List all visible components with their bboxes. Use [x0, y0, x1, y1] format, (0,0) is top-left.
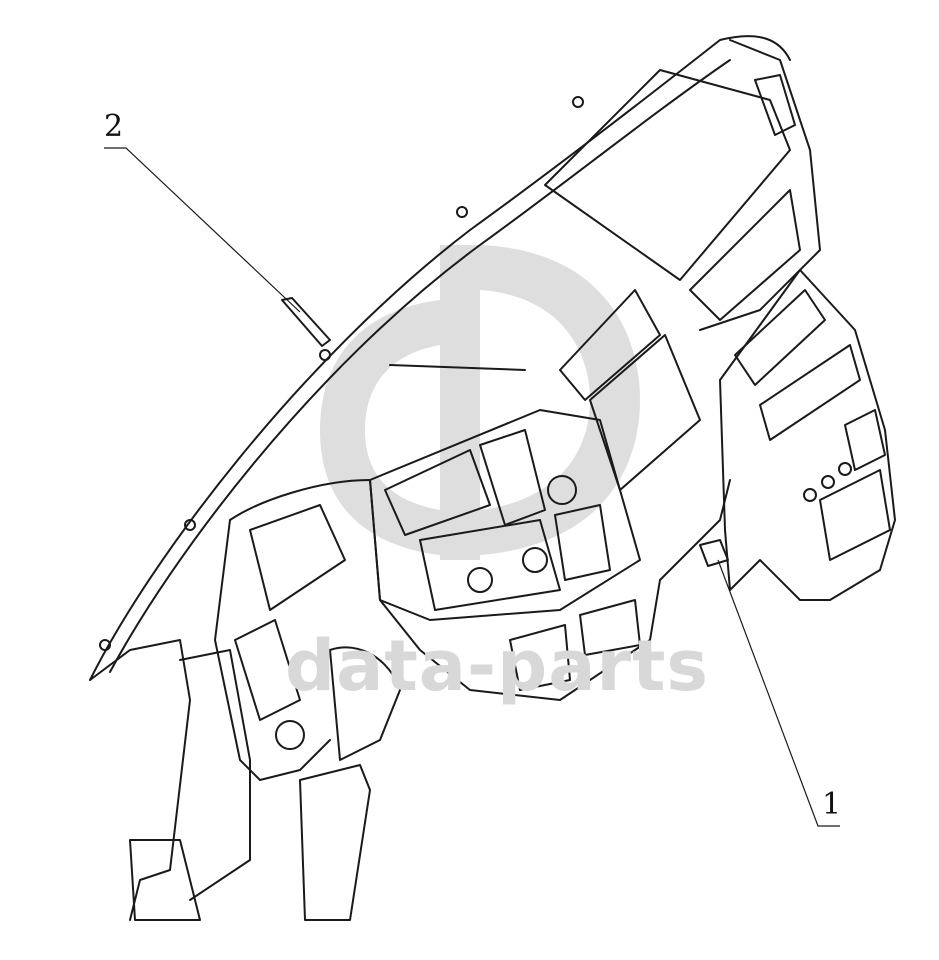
center-display-frame — [384, 449, 491, 536]
detached-panel-slot-2 — [759, 344, 861, 441]
cluster-dial-3 — [522, 547, 548, 573]
fastener-4 — [572, 96, 584, 108]
watermark-logo — [320, 245, 640, 560]
callout-label-1: 1 — [822, 787, 842, 822]
callout-2-leader — [104, 147, 301, 313]
detached-panel-slot — [734, 289, 826, 386]
dash-top-edge — [89, 35, 791, 681]
center-display-frame-2 — [479, 429, 546, 526]
dash-top-window — [544, 69, 791, 281]
climate-panel — [419, 519, 561, 611]
center-vent-2 — [589, 334, 701, 491]
left-end-cap — [89, 639, 191, 921]
callout-1-leader — [717, 559, 840, 827]
left-cluster — [234, 619, 301, 721]
fastener-5 — [99, 639, 111, 651]
watermark-text: data-parts — [285, 625, 710, 707]
detached-panel-lower — [819, 469, 891, 561]
dash-right-window — [689, 189, 801, 321]
part-1-bolt — [699, 539, 729, 567]
left-vent-housing — [249, 504, 346, 611]
internal-leader — [389, 364, 526, 371]
detached-side-panel — [719, 269, 896, 601]
panel-knob-2 — [821, 475, 835, 489]
right-vent — [754, 74, 796, 136]
bottom-pedestal — [129, 839, 201, 921]
part-2-bolt — [281, 297, 331, 347]
panel-knob-1 — [803, 488, 817, 502]
detached-panel-box — [844, 409, 886, 471]
panel-knob-3 — [838, 462, 852, 476]
switch-panel — [554, 504, 611, 581]
center-console-outline — [369, 409, 641, 621]
fastener-3 — [456, 206, 468, 218]
dash-right-top-panel — [699, 39, 821, 331]
center-round-knob — [547, 475, 577, 505]
cluster-dial-2 — [467, 567, 493, 593]
fastener-2 — [319, 349, 331, 361]
dash-top-edge-inner — [109, 59, 731, 673]
lower-pocket-right — [579, 599, 641, 656]
steering-column — [299, 764, 371, 921]
cluster-dial-1 — [275, 720, 305, 750]
lower-pocket-left — [509, 624, 571, 691]
fastener-1 — [184, 519, 196, 531]
center-vent — [559, 289, 661, 401]
lower-dash — [229, 479, 731, 701]
left-pillar — [179, 649, 251, 901]
callout-label-2: 2 — [104, 109, 124, 144]
steering-shroud — [329, 646, 401, 761]
